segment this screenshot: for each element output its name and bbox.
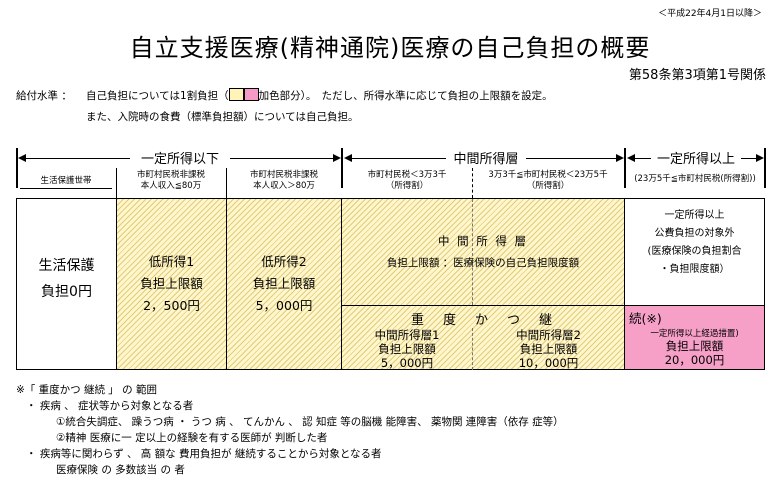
- cell-high-2: 公費負担の対象外: [654, 228, 735, 239]
- cell-low1-3: 2，500円: [143, 298, 200, 313]
- cell-cont-sub: 一定所得以上経過措置): [650, 329, 739, 339]
- cell-high-income: 一定所得以上 公費負担の対象外 (医療保険の負担割合 ・負担限度額）: [624, 198, 765, 306]
- arrow-right-icon: [756, 154, 764, 162]
- cell-high-1: 一定所得以上: [664, 210, 725, 221]
- arrow-line: [230, 158, 335, 159]
- sub-low1-a: 市町村民税非課税: [136, 170, 205, 180]
- divider-mid: [341, 148, 343, 188]
- cell-continuation-transitional: 続(※) 一定所得以上経過措置) 負担上限額 20，000円: [624, 305, 765, 370]
- cell-welfare-2: 負担0円: [41, 284, 92, 300]
- benefit-line-1: 自己負担については1割負担（ 加色部分）。 ただし、所得水準に応じて負担の上限額を…: [86, 88, 553, 103]
- sub-low1-b: 本人収入≦80万: [140, 181, 202, 191]
- cell-high-3: (医療保険の負担割合: [647, 246, 742, 257]
- cell-low1-1: 低所得1: [148, 254, 195, 269]
- cell-welfare: 生活保護 負担0円: [16, 198, 117, 370]
- cell-low1-2: 負担上限額: [140, 276, 203, 291]
- sub-mid2-a: 3万3千≦市町村民税＜23万5千: [488, 170, 608, 180]
- cell-mid2-2: 負担上限額: [519, 342, 578, 356]
- sub-high: (23万5千≦市町村民税(所得割)): [634, 174, 756, 184]
- divider: [226, 168, 227, 198]
- arrow-left-icon: [627, 154, 635, 162]
- divider: [116, 168, 117, 198]
- cell-severe-continuous: 重 度 か つ 継 中間所得層1 負担上限額 5，000円 中間所得層2 負担上…: [341, 305, 625, 370]
- pink-swatch: [243, 88, 259, 101]
- page-title: 自立支援医療(精神通院)医療の自己負担の概要: [129, 34, 651, 62]
- arrow-line: [24, 158, 130, 159]
- cell-mid-2: 負担上限額 ：医療保険の自己負担限度額: [386, 257, 580, 269]
- benefit-line-1-b: 加色部分）。 ただし、所得水準に応じて負担の上限額を設定。: [258, 90, 553, 102]
- cell-low2-1: 低所得2: [261, 254, 307, 269]
- cell-low2-3: 5，000円: [255, 298, 313, 313]
- arrow-line: [526, 158, 618, 159]
- note-item: ②精神 医療に一 定以上の経験を有する医師が 判断した者: [56, 432, 328, 444]
- arrow-right-icon: [616, 154, 624, 162]
- cell-low2-2: 負担上限額: [252, 276, 316, 291]
- divider-left: [16, 148, 18, 188]
- cell-high-4: ・負担限度額）: [659, 264, 730, 275]
- sub-low1: 市町村民税非課税 本人収入≦80万: [116, 170, 226, 192]
- arrow-left-icon: [344, 154, 352, 162]
- note-item: ・ 疾病 、 症状等から対象となる者: [26, 400, 194, 412]
- sub-welfare: 生活保護世帯: [40, 176, 92, 186]
- cell-low-income-2: 低所得2 負担上限額 5，000円: [226, 198, 342, 370]
- arrow-line: [741, 158, 757, 159]
- benefit-line-1-a: 自己負担については1割負担（: [86, 90, 229, 102]
- cell-low-income-1: 低所得1 負担上限額 2，500円: [116, 198, 227, 370]
- cell-middle-income: 中 間 所 得 層 負担上限額 ：医療保険の自己負担限度額: [341, 198, 625, 306]
- cell-mid1-3: 5，000円: [380, 356, 434, 370]
- cell-severe: 重 度 か つ 継: [410, 313, 555, 328]
- cell-cont: 続(※): [629, 311, 662, 326]
- divider: [472, 328, 473, 370]
- cell-mid2-1: 中間所得層2: [516, 328, 581, 342]
- cell-mid1: 中間所得層1 負担上限額 5，000円: [342, 328, 472, 370]
- note-item: ・ 疾病等に関わらず 、 高 額な 費用負担が 継続することから対象となる者: [26, 448, 382, 460]
- note-item: ①統合失調症、 躁うつ病 ・ うつ 病 、 てんかん 、 認 知症 等の脳機 能…: [56, 416, 564, 428]
- note-heading: ※「 重度かつ 継続 」 の 範囲: [16, 384, 157, 396]
- arrow-line: [350, 158, 446, 159]
- group-low-income: 一定所得以下: [140, 152, 219, 167]
- sub-low2: 市町村民税非課税 本人収入＞80万: [226, 170, 342, 192]
- cell-cont-3: 20，000円: [664, 353, 725, 367]
- cell-mid2-3: 10，000円: [518, 356, 579, 370]
- cell-welfare-1: 生活保護: [38, 258, 95, 274]
- arrow-line: [633, 158, 651, 159]
- cell-mid2: 中間所得層2 負担上限額 10，000円: [473, 328, 624, 370]
- sub-low2-b: 本人収入＞80万: [253, 181, 315, 191]
- yellow-swatch: [228, 88, 244, 101]
- cell-mid-1: 中 間 所 得 層: [437, 234, 529, 248]
- sub-low2-a: 市町村民税非課税: [249, 170, 318, 180]
- arrow-left-icon: [18, 154, 26, 162]
- benefit-line-2: また、入院時の食費（標準負担額）については自己負担。: [86, 111, 359, 123]
- sub-mid1-b: （所得割）: [385, 181, 429, 191]
- benefit-label: 給付水準 ：: [16, 90, 72, 102]
- divider-right: [624, 148, 626, 188]
- sub-mid2-b: （所得割）: [526, 181, 570, 191]
- cell-mid1-1: 中間所得層1: [374, 328, 440, 342]
- arrow-line: [20, 188, 112, 189]
- group-middle-income: 中間所得層: [453, 152, 519, 167]
- group-high-income: 一定所得以上: [656, 152, 735, 167]
- divider: [472, 168, 473, 198]
- note-item: 医療保険 の 多数該当 の 者: [56, 464, 185, 476]
- article-reference: 第58条第3項第1号関係: [628, 68, 766, 83]
- cell-mid1-2: 負担上限額: [378, 342, 436, 356]
- cell-cont-2: 負担上限額: [665, 339, 724, 353]
- divider-end: [764, 148, 766, 188]
- arrow-right-icon: [333, 154, 341, 162]
- effective-date: ＜平成22年4月1日以降＞: [658, 9, 762, 19]
- sub-mid1: 市町村民税＜3万3千 （所得割）: [342, 170, 472, 192]
- sub-mid2: 3万3千≦市町村民税＜23万5千 （所得割）: [472, 170, 624, 192]
- divider: [472, 199, 473, 305]
- sub-mid1-a: 市町村民税＜3万3千: [367, 170, 447, 180]
